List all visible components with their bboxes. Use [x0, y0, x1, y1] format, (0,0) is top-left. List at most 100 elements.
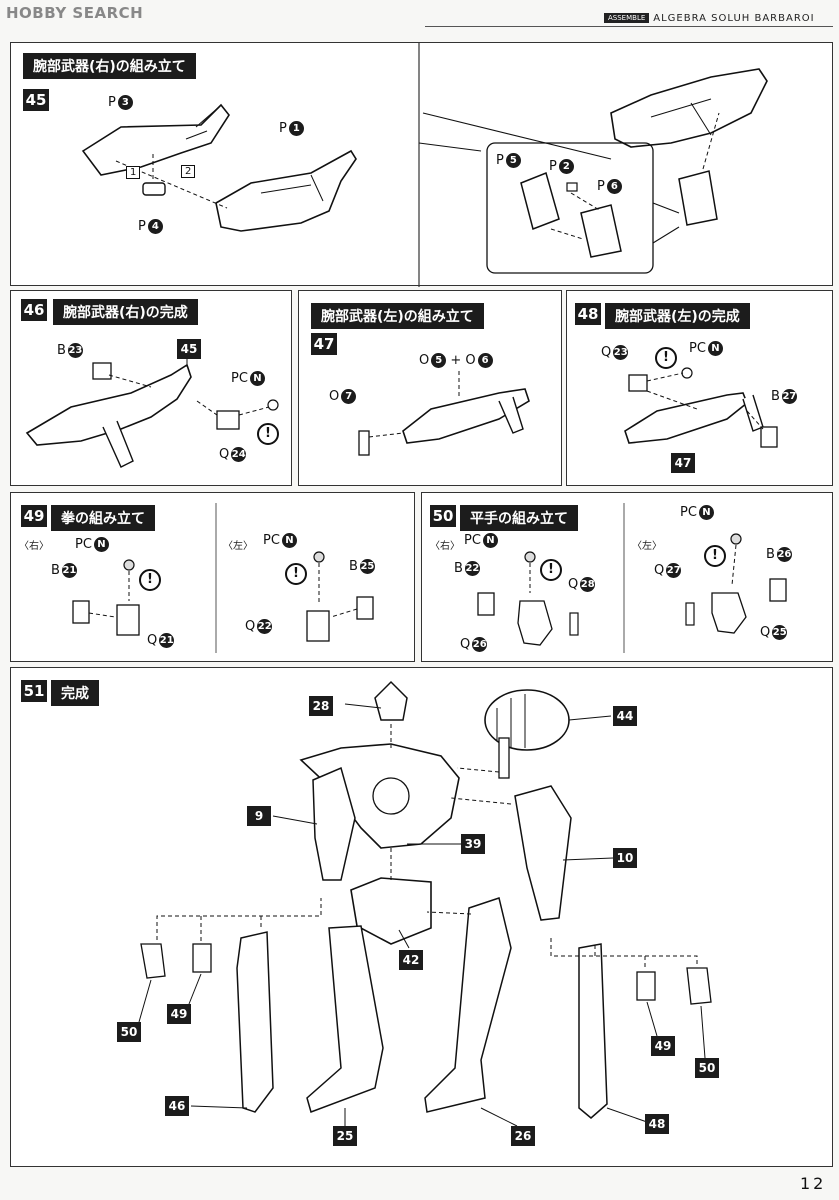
header-tag: ASSEMBLE [604, 13, 650, 23]
caution-icon: ! [540, 559, 562, 581]
part-pcn-number: N [707, 341, 723, 356]
step-45-illustration [81, 43, 768, 287]
step-46-number: 46 [21, 299, 47, 321]
part-q27-number: 27 [666, 563, 682, 578]
part-b25-letter: B [349, 559, 358, 574]
part-q23-letter: Q [601, 345, 612, 360]
caution-icon: ! [285, 563, 307, 585]
part-b22-number: 22 [464, 561, 480, 576]
part-q23-number: 23 [613, 345, 629, 360]
left-hand-label: 〈左〉 [223, 541, 253, 552]
step-51-panel: 51 完成 [10, 667, 833, 1167]
step-50-number: 50 [430, 505, 456, 527]
part-q24-number: 24 [231, 447, 247, 462]
part-q28-letter: Q [568, 577, 579, 592]
part-q25-number: 25 [772, 625, 788, 640]
ref-25: 25 [333, 1126, 357, 1146]
step-47-title: 腕部武器(左)の組み立て [311, 303, 484, 329]
part-pcn-number: N [93, 537, 109, 552]
step-51-title: 完成 [51, 680, 99, 706]
part-p1-letter: P [279, 121, 287, 136]
step-47-number: 47 [311, 333, 337, 355]
part-q21-number: 21 [159, 633, 175, 648]
caution-icon: ! [257, 423, 279, 445]
part-b27-letter: B [771, 389, 780, 404]
step-49-title: 拳の組み立て [51, 505, 155, 531]
part-b23-letter: B [57, 343, 66, 358]
part-p3-number: 3 [117, 95, 133, 110]
part-o6-number: 6 [477, 353, 493, 368]
part-q26-letter: Q [460, 637, 471, 652]
step-45-title: 腕部武器(右)の組み立て [23, 53, 196, 79]
part-q24-letter: Q [219, 447, 230, 462]
ref-42: 42 [399, 950, 423, 970]
part-pcn-letter: PC [231, 371, 248, 386]
part-p2-letter: P [549, 159, 557, 174]
step-48-illustration [624, 367, 778, 448]
step-46-ref-45: 45 [177, 339, 201, 359]
part-o5-letter: O [419, 353, 430, 368]
ref-44: 44 [613, 706, 637, 726]
part-pcn-letter: PC [680, 505, 697, 520]
step-48-ref-47: 47 [671, 453, 695, 473]
ref-10: 10 [613, 848, 637, 868]
part-pcn-letter: PC [263, 533, 280, 548]
part-b27-number: 27 [781, 389, 797, 404]
part-q22-letter: Q [245, 619, 256, 634]
part-pcn-letter: PC [75, 537, 92, 552]
part-q28-number: 28 [580, 577, 596, 592]
part-o7-letter: O [329, 389, 340, 404]
part-pcn-letter: PC [464, 533, 481, 548]
part-b22-letter: B [454, 561, 463, 576]
ref-9: 9 [247, 806, 271, 826]
right-hand-label: 〈右〉 [430, 541, 460, 552]
part-pcn-number: N [249, 371, 265, 386]
part-o5-number: 5 [431, 353, 447, 368]
part-q21-letter: Q [147, 633, 158, 648]
part-q25-letter: Q [760, 625, 771, 640]
order-marker-1: 1 [126, 166, 141, 179]
part-p5-letter: P [496, 153, 504, 168]
part-p2-number: 2 [558, 159, 574, 174]
part-q22-number: 22 [257, 619, 273, 634]
part-pcn-number: N [698, 505, 714, 520]
ref-50-right: 50 [117, 1022, 141, 1042]
part-p5-number: 5 [505, 153, 521, 168]
part-q27-letter: Q [654, 563, 665, 578]
ref-49-left: 49 [651, 1036, 675, 1056]
part-o6-letter: O [465, 353, 476, 368]
header-divider [425, 26, 833, 27]
plus-sign: + [450, 353, 462, 368]
header-model-name: ALGEBRA SOLUH BARBAROI [653, 13, 815, 24]
step-49-illustration [72, 503, 374, 653]
step-46-title: 腕部武器(右)の完成 [53, 299, 198, 325]
part-pcn-number: N [281, 533, 297, 548]
page-number: 12 [800, 1174, 827, 1193]
step-49-number: 49 [21, 505, 47, 527]
ref-28: 28 [309, 696, 333, 716]
